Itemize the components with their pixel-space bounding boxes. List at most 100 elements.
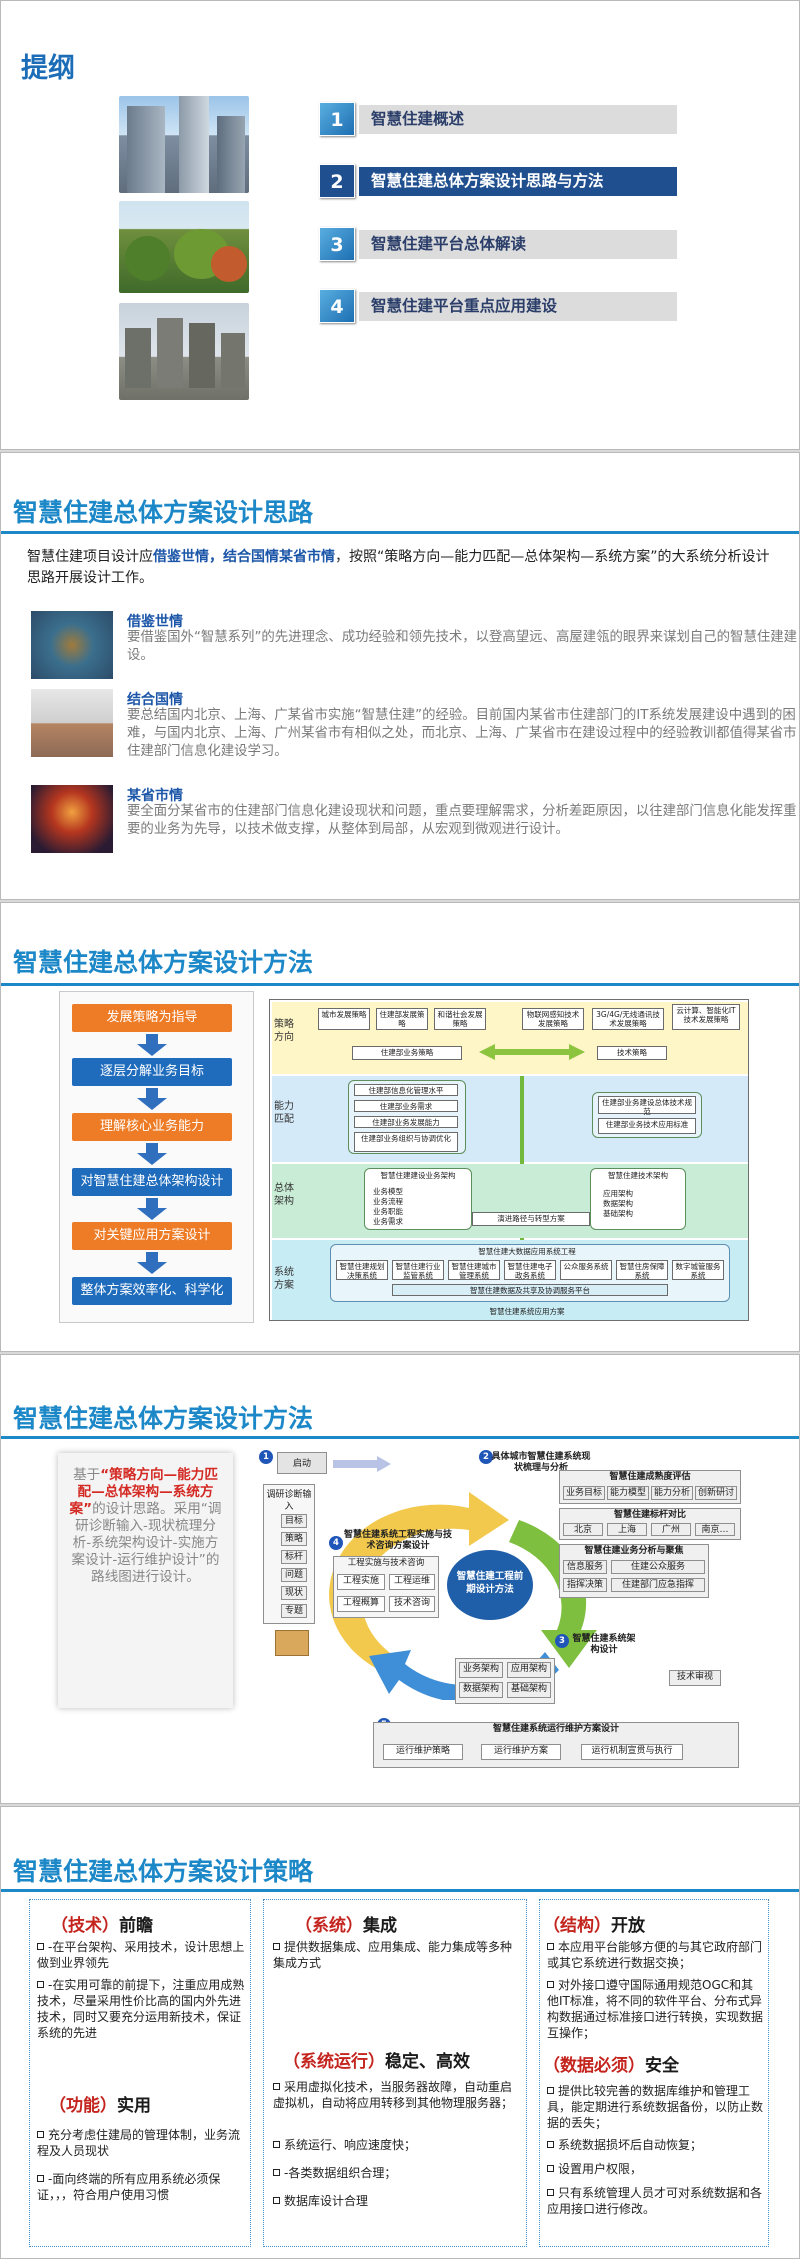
- slide-title: 智慧住建总体方案设计方法: [13, 943, 313, 979]
- band-strategy: 策略方向 城市发展策略 住建部发展策略 和谐社会发展策略 物联网感知技术发展策略…: [272, 1002, 748, 1074]
- struct-heading: （结构）开放: [543, 1911, 645, 1936]
- toc-label: 智慧住建平台重点应用建设: [359, 292, 677, 321]
- run-item: 系统运行、响应速度快；: [273, 2137, 521, 2153]
- strategy-box: 城市发展策略: [318, 1008, 370, 1030]
- flow-step: 整体方案效率化、科学化: [72, 1277, 232, 1305]
- survey-item: 策略: [281, 1532, 307, 1546]
- band-system: 系统方案 智慧住建大数据应用系统工程 智慧住建规划决策系统 智慧住建行业监管系统…: [272, 1240, 748, 1320]
- title-rule: [1, 531, 800, 534]
- strategy-box: 云计算、智能化IT技术发展策略: [672, 1004, 740, 1030]
- arch-item: 业务需求: [372, 1216, 412, 1226]
- arch-right-title: 智慧住建技术架构: [594, 1170, 682, 1182]
- outline-heading: 提纲: [21, 46, 75, 85]
- double-arrow-icon: [477, 1042, 587, 1062]
- system-box: 智慧住建电子政务系统: [504, 1260, 556, 1280]
- survey-item: 问题: [281, 1568, 307, 1582]
- system-box: 数字城管服务系统: [672, 1260, 724, 1280]
- tech-strategy-box: 技术策略: [597, 1046, 667, 1060]
- impl-item: 工程实施: [337, 1574, 385, 1590]
- garden-photo: [119, 201, 249, 293]
- band-ability: 能力匹配 住建部信息化管理水平 住建部业务需求 住建部业务发展能力 住建部业务组…: [272, 1076, 748, 1162]
- sys-item: 提供数据集成、应用集成、能力集成等多种集成方式: [273, 1939, 513, 1971]
- toc-item-4[interactable]: 4 智慧住建平台重点应用建设: [319, 289, 677, 323]
- step3-title: 智慧住建系统架构设计: [569, 1634, 639, 1656]
- flow-step: 发展策略为指导: [72, 1004, 232, 1032]
- slide-title: 智慧住建总体方案设计思路: [13, 493, 313, 529]
- toc-item-2[interactable]: 2 智慧住建总体方案设计思路与方法: [319, 164, 677, 198]
- title-rule: [1, 1889, 800, 1892]
- func-item: -面向终端的所有应用系统必须保证，，，符合用户使用习惯: [37, 2171, 247, 2203]
- survey-item: 现状: [281, 1586, 307, 1600]
- survey-item: 标杆: [281, 1550, 307, 1564]
- flow-step: 对关键应用方案设计: [72, 1222, 232, 1250]
- slide-design-method-1: 智慧住建总体方案设计方法 发展策略为指导 逐层分解业务目标 理解核心业务能力 对…: [0, 902, 800, 1352]
- arch-item: 业务模型: [372, 1186, 412, 1196]
- down-arrow-icon: [137, 1143, 167, 1165]
- system-title: 智慧住建大数据应用系统工程: [442, 1246, 612, 1257]
- sys-heading: （系统）集成: [295, 1911, 397, 1936]
- tech-item: -在平台架构、采用技术，设计思想上做到业界领先: [37, 1939, 247, 1971]
- flow-step: 理解核心业务能力: [72, 1113, 232, 1141]
- system-box: 公众服务系统: [560, 1260, 612, 1280]
- system-box: 智慧住房保障系统: [616, 1260, 668, 1280]
- struct-item: 对外接口遵守国际通用规范OGC和其他IT标准，将不同的软件平台、分布式异构数据通…: [547, 1977, 765, 2041]
- toc-label: 智慧住建平台总体解读: [359, 230, 677, 259]
- block-title: 结合国情: [127, 689, 183, 709]
- worker-image: [31, 689, 113, 757]
- toc-number: 1: [319, 102, 355, 136]
- band-label: 策略方向: [274, 1018, 296, 1044]
- survey-item: 目标: [281, 1514, 307, 1528]
- arch-item: 基础架构: [507, 1682, 551, 1698]
- tech-heading: （技术）前瞻: [51, 1911, 153, 1936]
- slide-design-ideas: 智慧住建总体方案设计思路 智慧住建项目设计应借鉴世情，结合国情某省市情，按照“策…: [0, 452, 800, 900]
- ability-box: 住建部业务技术应用标准: [598, 1118, 696, 1134]
- biz-item: 住建部门应急指挥: [611, 1578, 705, 1592]
- run-heading: （系统运行）稳定、高效: [283, 2047, 470, 2072]
- system-box: 智慧住建城市管理系统: [448, 1260, 500, 1280]
- step4-title: 智慧住建系统工程实施与技术咨询方案设计: [343, 1530, 453, 1552]
- band-architecture: 总体架构 智慧住建建设业务架构 业务模型 业务流程 业务职能 业务需求 智慧住建…: [272, 1164, 748, 1238]
- arch-item: 应用架构: [507, 1662, 551, 1678]
- down-arrow-icon: [137, 1088, 167, 1110]
- survey-title: 调研诊断输入: [266, 1489, 312, 1513]
- step-number: 4: [329, 1536, 343, 1550]
- run-item: -各类数据组织合理；: [273, 2165, 521, 2181]
- bench-item: 北京: [563, 1523, 603, 1536]
- cabinet-icon: [275, 1630, 309, 1656]
- circuit-image: [31, 611, 113, 679]
- survey-item: 专题: [281, 1604, 307, 1618]
- slide-title: 智慧住建总体方案设计方法: [13, 1399, 313, 1435]
- city-buildings-photo: [119, 96, 249, 193]
- intro-paragraph: 智慧住建项目设计应借鉴世情，结合国情某省市情，按照“策略方向—能力匹配—总体架构…: [27, 547, 777, 589]
- toc-item-3[interactable]: 3 智慧住建平台总体解读: [319, 227, 677, 261]
- band-label: 总体架构: [274, 1182, 296, 1208]
- strategy-box: 物联网感知技术发展策略: [522, 1008, 584, 1030]
- center-method: 智慧住建工程前期设计方法: [447, 1550, 533, 1620]
- ability-box: 住建部业务需求: [354, 1100, 458, 1112]
- arch-item: 数据架构: [602, 1198, 642, 1208]
- block-body: 要全面分某省市的住建部门信息化建设现状和问题，重点要理解需求，分析差距原因，以往…: [127, 803, 797, 839]
- strategy-box: 和谐社会发展策略: [434, 1008, 486, 1030]
- path-box: 演进路径与转型方案: [472, 1212, 590, 1226]
- slide-design-method-2: 智慧住建总体方案设计方法 基于“策略方向—能力匹配—总体架构—系统方案”的设计思…: [0, 1354, 800, 1804]
- arch-item: 数据架构: [459, 1682, 503, 1698]
- down-arrow-icon: [137, 1252, 167, 1274]
- func-item: 充分考虑住建局的管理体制，业务流程及人员现状: [37, 2127, 247, 2159]
- down-arrow-icon: [137, 1034, 167, 1056]
- flow-step: 对智慧住建总体架构设计: [72, 1168, 232, 1196]
- block-title: 借鉴世情: [127, 611, 183, 631]
- ability-box: 住建部业务发展能力: [354, 1116, 458, 1128]
- ability-box: 住建部信息化管理水平: [354, 1084, 458, 1096]
- toc-item-1[interactable]: 1 智慧住建概述: [319, 102, 677, 136]
- eval-item: 创新研讨: [695, 1486, 737, 1500]
- band-label: 系统方案: [274, 1266, 296, 1292]
- construction-photo: [119, 303, 249, 400]
- flow-step: 逐层分解业务目标: [72, 1058, 232, 1086]
- arch-left-title: 智慧住建建设业务架构: [368, 1170, 468, 1182]
- toc-number: 2: [319, 164, 355, 198]
- platform-box: 智慧住建数据及共享及协调服务平台: [392, 1284, 668, 1296]
- data-item: 只有系统管理人员才可对系统数据和各应用接口进行修改。: [547, 2185, 765, 2217]
- city-night-image: [31, 785, 113, 853]
- ops-item: 运行机制宣贯与执行: [581, 1744, 683, 1760]
- strategy-box: 3G/4G/无线通讯技术发展策略: [592, 1008, 664, 1030]
